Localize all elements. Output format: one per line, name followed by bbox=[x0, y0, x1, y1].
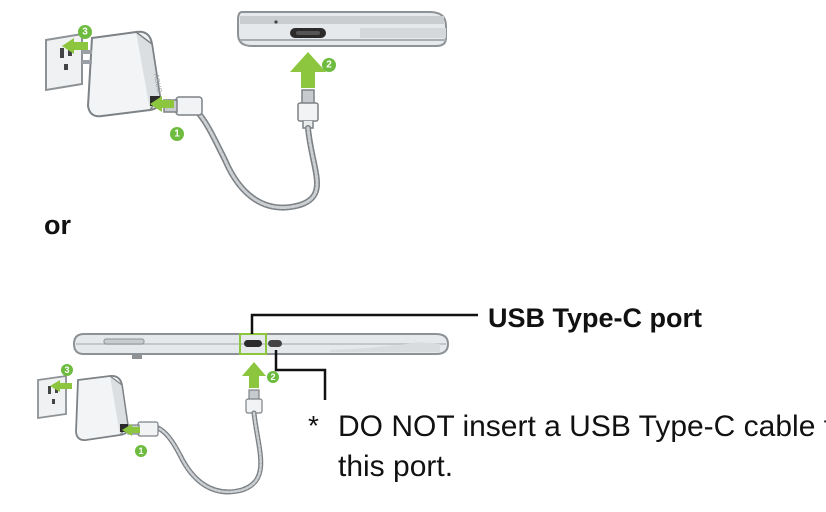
warning-note-line-2: this port. bbox=[338, 450, 454, 483]
arrow-left-icon bbox=[122, 424, 140, 436]
arrow-left-icon bbox=[62, 38, 88, 54]
step-badge-2: 2 bbox=[322, 58, 336, 72]
top-illustration: ASUS 1 2 3 bbox=[45, 11, 447, 211]
phone-side-icon bbox=[237, 11, 447, 47]
step-number: 2 bbox=[270, 372, 275, 382]
step-number: 2 bbox=[326, 60, 332, 71]
usb-c-port-icon bbox=[244, 340, 262, 347]
step-number: 3 bbox=[82, 27, 88, 38]
step-badge-3: 3 bbox=[61, 364, 73, 376]
wall-outlet-icon bbox=[37, 374, 67, 420]
step-badge-1: 1 bbox=[170, 127, 184, 141]
secondary-port-icon bbox=[268, 340, 282, 347]
step-badge-2: 2 bbox=[267, 371, 279, 383]
port-callout-label: USB Type-C port bbox=[488, 303, 702, 333]
callout-line-note bbox=[274, 350, 327, 400]
power-adapter-icon: ASUS bbox=[86, 30, 162, 118]
bottom-illustration: 1 2 3 bbox=[37, 313, 478, 495]
usb-c-port-icon bbox=[290, 28, 326, 38]
arrow-left-icon bbox=[150, 96, 174, 112]
step-badge-3: 3 bbox=[78, 25, 92, 39]
callout-line-port bbox=[250, 313, 478, 334]
svg-text:ASUS: ASUS bbox=[152, 73, 162, 93]
power-adapter-icon bbox=[75, 375, 129, 441]
step-badge-1: 1 bbox=[135, 445, 147, 457]
warning-note-line-1: DO NOT insert a USB Type-C cable to bbox=[338, 410, 826, 443]
separator-text: or bbox=[44, 210, 71, 240]
phone-side-icon bbox=[72, 333, 450, 359]
step-number: 3 bbox=[64, 365, 69, 375]
note-asterisk: * bbox=[308, 410, 319, 441]
arrow-up-icon bbox=[242, 362, 266, 388]
step-number: 1 bbox=[138, 446, 143, 456]
usb-cable-icon bbox=[163, 89, 320, 211]
arrow-up-icon bbox=[290, 52, 326, 88]
step-number: 1 bbox=[174, 129, 180, 140]
usb-cable-icon bbox=[127, 389, 264, 495]
arrow-left-icon bbox=[50, 380, 72, 392]
